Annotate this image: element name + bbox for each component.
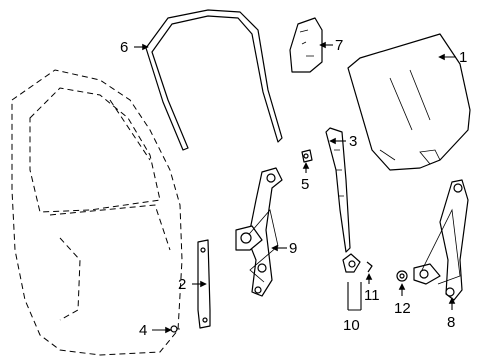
rear-window-regulator [413, 179, 469, 301]
callout-1: 1 [459, 49, 467, 66]
callout-12: 12 [394, 300, 411, 317]
leader-10 [347, 282, 362, 311]
callout-labels: 1 2 3 4 5 6 7 8 9 10 11 12 [120, 37, 467, 339]
window-run-channel [145, 9, 283, 151]
callout-9: 9 [289, 240, 297, 257]
trim-bracket [289, 17, 323, 73]
retaining-bolt [170, 325, 180, 333]
door-shell-outline [11, 69, 183, 356]
callout-7: 7 [335, 37, 343, 54]
callout-10: 10 [343, 317, 360, 334]
door-glass [347, 33, 471, 171]
callout-4: 4 [139, 322, 147, 339]
rear-glass-channel [325, 127, 351, 253]
callout-6: 6 [120, 39, 128, 56]
callout-5: 5 [301, 176, 309, 193]
callout-2: 2 [178, 276, 186, 293]
fastener-clip [301, 149, 313, 163]
front-window-regulator [235, 167, 283, 297]
motor-clip [366, 261, 373, 273]
callout-11: 11 [364, 287, 380, 304]
nut [396, 270, 408, 282]
window-motor [342, 253, 361, 273]
leader-lines [134, 41, 456, 334]
callout-8: 8 [447, 314, 455, 331]
callout-3: 3 [349, 133, 357, 150]
